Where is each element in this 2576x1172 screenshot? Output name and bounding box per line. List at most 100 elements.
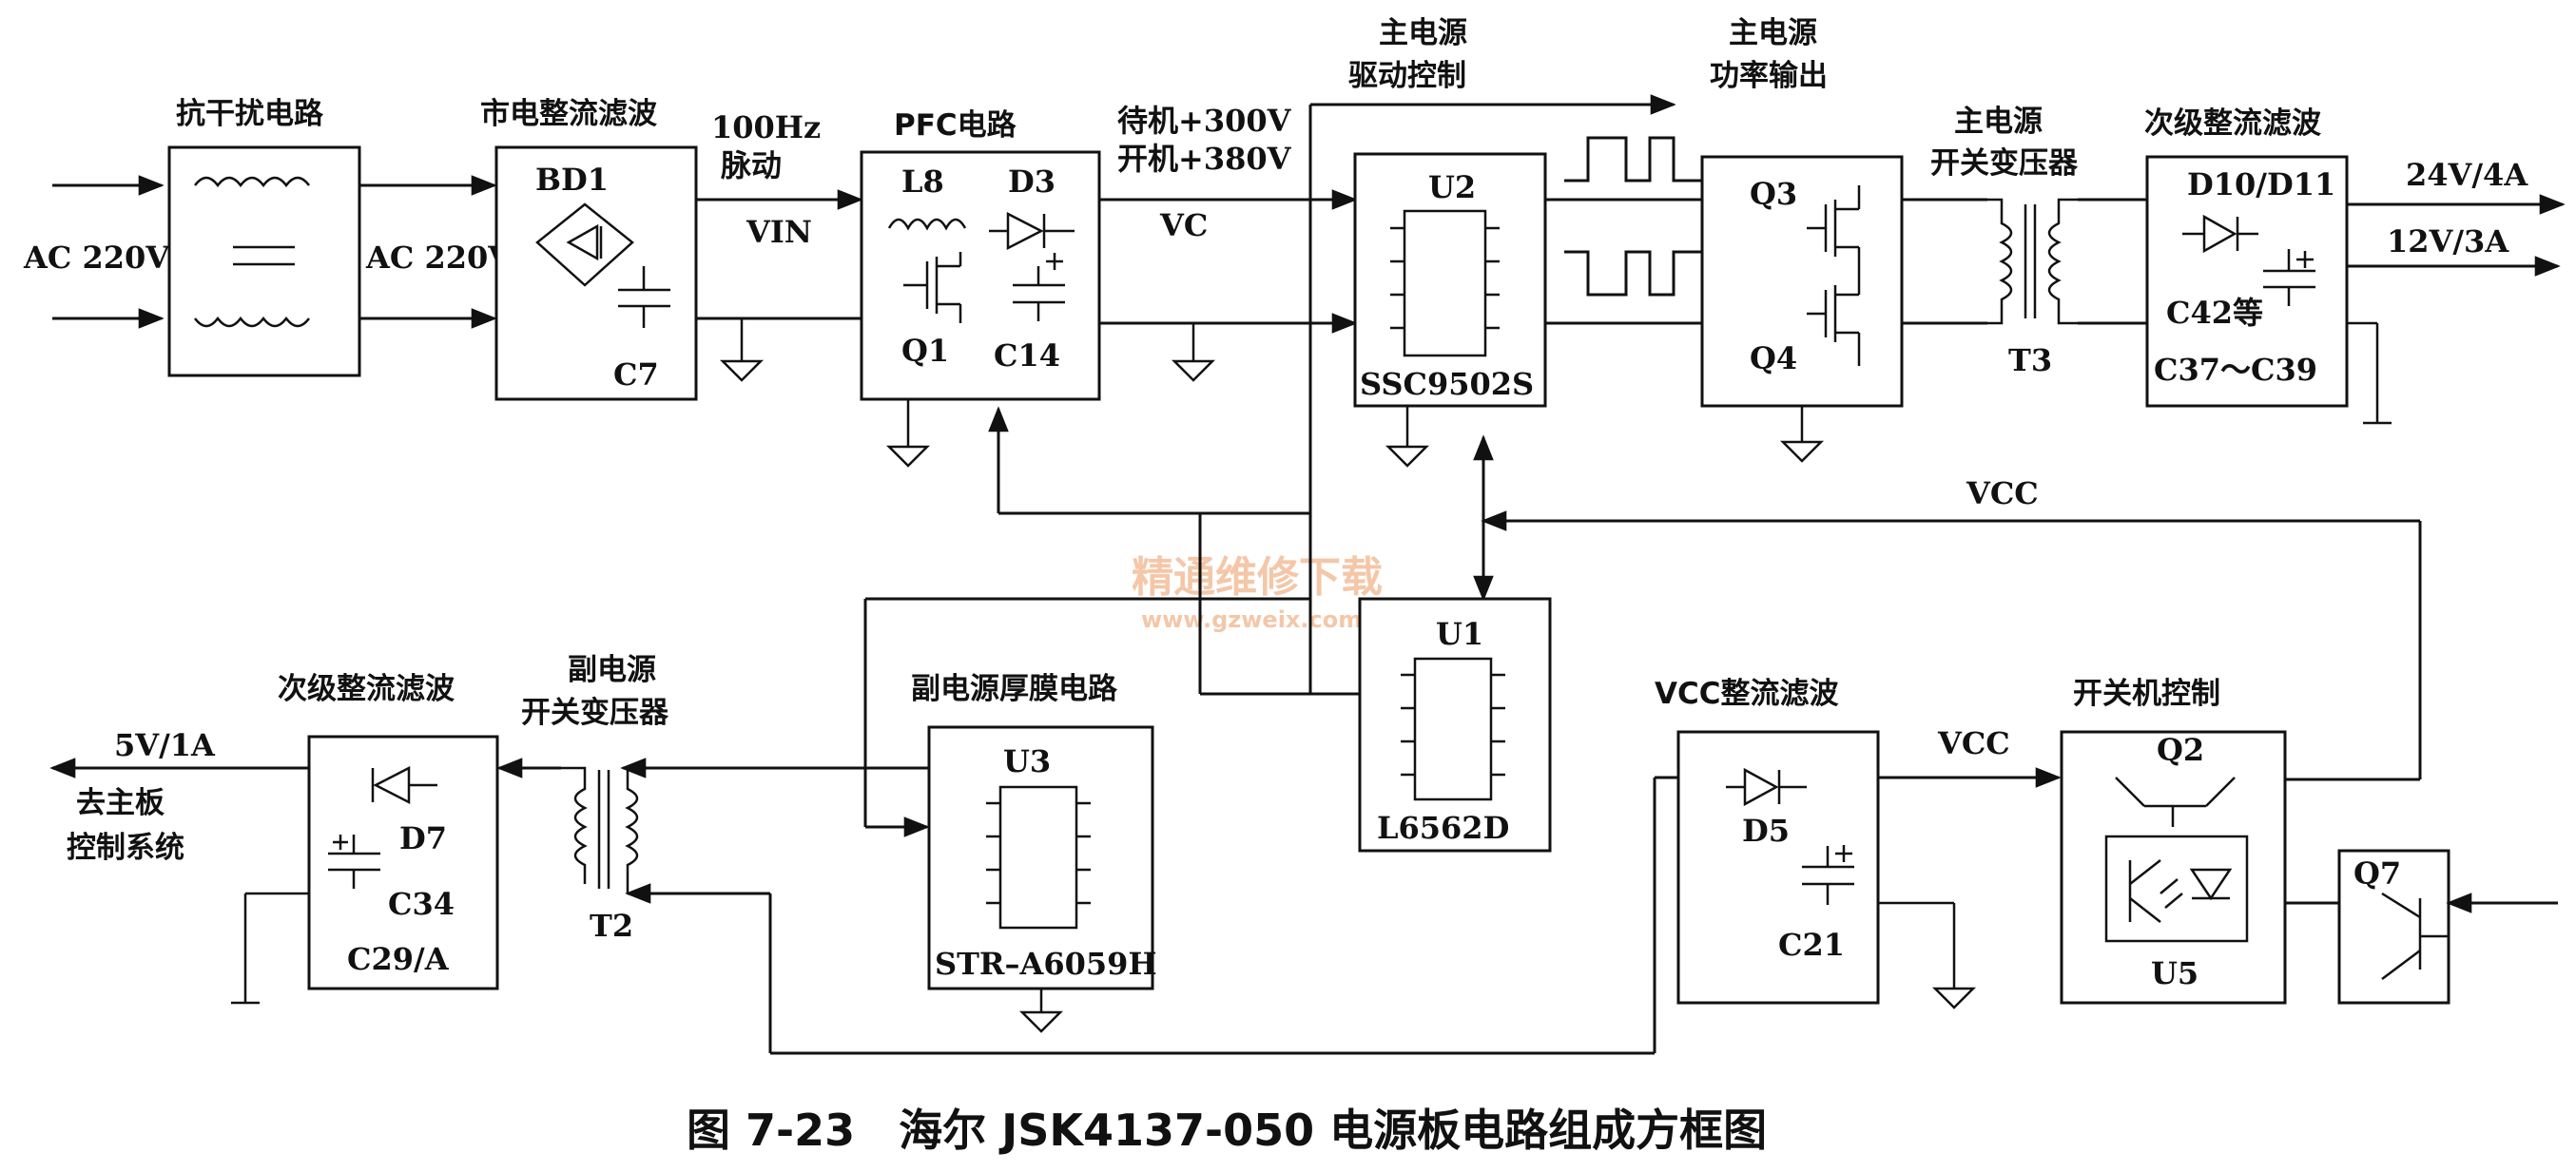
t2-label: T2 bbox=[590, 908, 633, 944]
pfc-controller-block bbox=[1358, 597, 1552, 853]
main-secondary-block bbox=[2145, 155, 2349, 408]
ssc9502s-label: SSC9502S bbox=[1360, 366, 1534, 402]
ground-icon-pfc bbox=[885, 399, 931, 468]
ground-icon-vcc bbox=[1878, 901, 1977, 1009]
l6562d-label: L6562D bbox=[1377, 810, 1509, 846]
d3-label: D3 bbox=[1008, 163, 1056, 200]
c34-label: C34 bbox=[388, 886, 455, 922]
emi-title: 抗干扰电路 bbox=[176, 97, 324, 131]
q2-transistor-icon bbox=[2115, 777, 2236, 827]
t3-title-1: 主电源 bbox=[1954, 105, 2043, 139]
l8-inductor-icon bbox=[887, 218, 967, 231]
str-a6059h-label: STR–A6059H bbox=[935, 946, 1157, 982]
d10-diode-icon bbox=[2182, 214, 2258, 254]
out-24v-label: 24V/4A bbox=[2406, 157, 2528, 193]
standby-secondary-title: 次级整流滤波 bbox=[278, 672, 455, 706]
u5-label: U5 bbox=[2151, 955, 2198, 991]
d7-diode-icon bbox=[371, 765, 437, 805]
rectifier-title: 市电整流滤波 bbox=[480, 97, 657, 131]
ground-icon-u3 bbox=[1018, 989, 1064, 1033]
c42-capacitor-icon bbox=[2263, 249, 2315, 306]
square-wave-icon-2 bbox=[1564, 250, 1702, 297]
main-driver-title-1: 主电源 bbox=[1379, 16, 1467, 50]
u1-ic-icon bbox=[1401, 657, 1505, 801]
figure-caption: 图 7-23 海尔 JSK4137-050 电源板电路组成方框图 bbox=[687, 1105, 1767, 1156]
main-output-title-2: 功率输出 bbox=[1710, 59, 1828, 93]
bridge-rectifier-icon bbox=[535, 202, 634, 287]
standby-voltage-label: 待机+300V bbox=[1117, 103, 1292, 139]
out-12v-label: 12V/3A bbox=[2387, 223, 2509, 259]
u5-optocoupler-icon bbox=[2104, 835, 2249, 943]
emi-filter-symbol bbox=[194, 176, 310, 328]
t3-title-2: 开关变压器 bbox=[1930, 146, 2079, 181]
pulse-label-1: 100Hz bbox=[711, 109, 821, 145]
ground-icon-standby bbox=[231, 892, 309, 1005]
q1-label: Q1 bbox=[901, 333, 949, 369]
ground-icon-u2 bbox=[1385, 406, 1430, 468]
pfc-title: PFC电路 bbox=[894, 108, 1017, 143]
ac-input-label: AC 220V bbox=[23, 240, 170, 276]
d7-label: D7 bbox=[399, 820, 447, 856]
c14-label: C14 bbox=[994, 337, 1060, 374]
out-5v-label: 5V/1A bbox=[114, 727, 216, 763]
vcc-top-label: VCC bbox=[1966, 475, 2039, 511]
t2-title-2: 开关变压器 bbox=[521, 696, 669, 730]
c29a-label: C29/A bbox=[347, 941, 450, 977]
pulse-label-2: 脉动 bbox=[721, 147, 782, 183]
square-wave-icon-1 bbox=[1564, 136, 1702, 183]
q1-mosfet-icon bbox=[903, 252, 962, 323]
d5-label: D5 bbox=[1742, 813, 1790, 849]
q2-label: Q2 bbox=[2157, 732, 2204, 768]
t3-label: T3 bbox=[2008, 342, 2052, 378]
vcc-rect-title: VCC整流滤波 bbox=[1655, 677, 1839, 711]
d3-diode-icon bbox=[989, 211, 1075, 251]
c37-c39-label: C37～C39 bbox=[2154, 352, 2317, 388]
q3-label: Q3 bbox=[1750, 176, 1797, 212]
watermark-text: 精通维修下载 bbox=[1132, 553, 1383, 602]
main-driver-title-2: 驱动控制 bbox=[1348, 59, 1466, 93]
u2-label: U2 bbox=[1428, 169, 1476, 205]
standby-secondary-block bbox=[307, 735, 499, 990]
standby-ic-block bbox=[927, 725, 1154, 990]
ground-icon-vc bbox=[1171, 323, 1216, 382]
t2-transformer-icon bbox=[561, 766, 639, 893]
q7-transistor-icon bbox=[2381, 892, 2449, 980]
u3-ic-icon bbox=[986, 785, 1091, 930]
ground-icon-output bbox=[1779, 406, 1825, 463]
to-main-label-2: 控制系统 bbox=[67, 831, 184, 865]
c7-label: C7 bbox=[613, 356, 659, 393]
ground-icon-secondary bbox=[2347, 321, 2392, 425]
u1-label: U1 bbox=[1436, 616, 1483, 652]
t3-transformer-icon bbox=[1987, 198, 2078, 325]
vin-label: VIN bbox=[746, 214, 812, 250]
t2-title-1: 副电源 bbox=[568, 653, 656, 687]
c34-capacitor-icon bbox=[328, 835, 380, 889]
watermark-url: www.gzweix.com bbox=[1141, 606, 1362, 633]
q3-mosfet-icon bbox=[1807, 185, 1861, 280]
ground-icon-vin bbox=[719, 318, 765, 382]
ac-mid-label: AC 220V bbox=[365, 240, 513, 276]
c21-label: C21 bbox=[1778, 927, 1845, 963]
rectifier-block bbox=[494, 145, 698, 401]
vc-label: VC bbox=[1159, 207, 1208, 243]
onoff-title: 开关机控制 bbox=[2073, 677, 2220, 711]
l8-label: L8 bbox=[901, 163, 944, 200]
q4-mosfet-icon bbox=[1807, 280, 1861, 366]
main-output-block bbox=[1700, 155, 1904, 408]
main-driver-block bbox=[1353, 152, 1547, 408]
c42-label: C42等 bbox=[2166, 295, 2263, 331]
to-main-label-1: 去主板 bbox=[76, 786, 165, 820]
main-secondary-title: 次级整流滤波 bbox=[2144, 106, 2321, 141]
d5-diode-icon bbox=[1726, 767, 1807, 807]
u3-label: U3 bbox=[1003, 743, 1051, 779]
u2-ic-icon bbox=[1390, 209, 1500, 357]
pfc-block bbox=[860, 150, 1101, 401]
main-output-title-1: 主电源 bbox=[1729, 16, 1817, 50]
q7-label: Q7 bbox=[2353, 855, 2401, 892]
bd1-label: BD1 bbox=[535, 162, 609, 198]
q4-label: Q4 bbox=[1750, 340, 1797, 376]
c14-capacitor-icon bbox=[1013, 253, 1065, 321]
c7-capacitor-icon bbox=[618, 266, 670, 328]
q7-block bbox=[2337, 849, 2450, 1005]
